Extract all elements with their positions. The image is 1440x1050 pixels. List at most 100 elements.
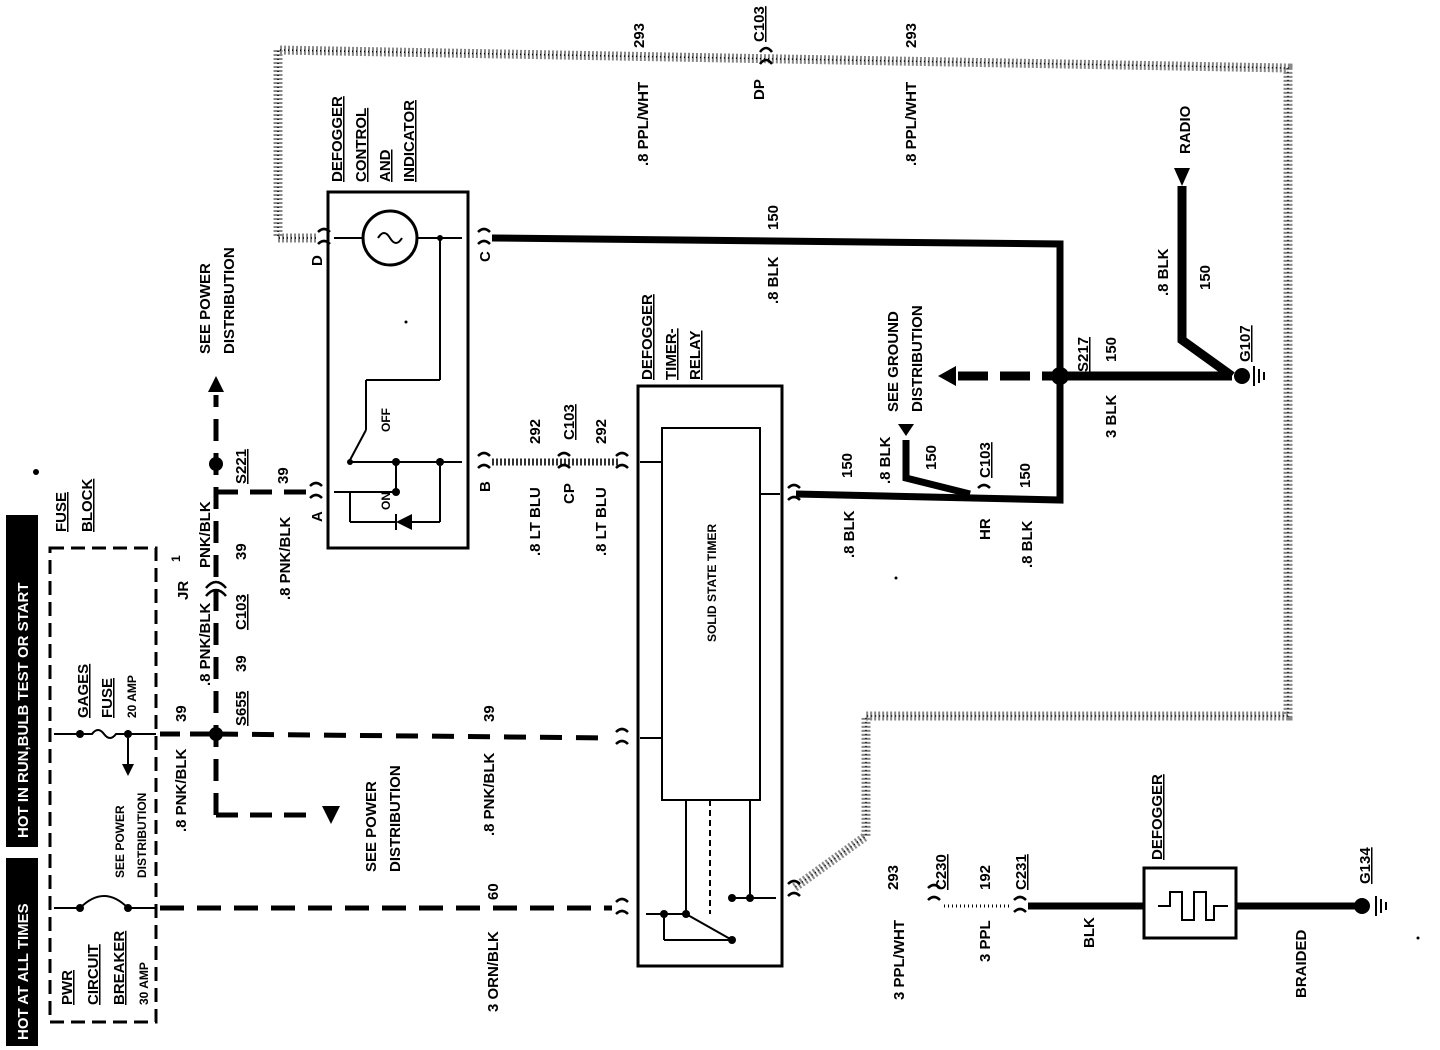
- gages-arrow-icon: [122, 764, 134, 776]
- connector-c230: [927, 883, 941, 901]
- connector-c231: [1013, 895, 1027, 913]
- s221-label: S221: [233, 449, 250, 484]
- c103-label-cp: C103: [561, 404, 578, 440]
- wire-label-orn-blk: 3 ORN/BLK: [485, 931, 502, 1012]
- breaker-label-1: PWR: [59, 970, 76, 1005]
- banner-hot-in-run: [6, 515, 38, 847]
- hr-label: HR: [977, 518, 994, 540]
- wire-label-lt-blu-b: .8 LT BLU: [593, 487, 610, 556]
- wire-label-pnk-blk-b: .8 PNK/BLK: [481, 752, 498, 836]
- wire-label-pnk-blk-e: .8 PNK/BLK: [277, 516, 294, 600]
- wire-num-192: 192: [977, 865, 994, 890]
- switch-off-label: OFF: [379, 408, 393, 432]
- diode-icon: [396, 514, 412, 530]
- banner-hot-in-run-text: HOT IN RUN,BULB TEST OR START: [15, 582, 32, 838]
- wire-label-blk-radio: .8 BLK: [1155, 248, 1172, 296]
- control-title-3: AND: [377, 149, 394, 182]
- breaker-label-3: BREAKER: [111, 931, 128, 1005]
- timer-relay-box: [636, 384, 784, 968]
- see-power-low-2: DISTRIBUTION: [387, 765, 404, 872]
- relay-contact: [685, 913, 733, 941]
- g134-label: G134: [1357, 847, 1374, 884]
- wire-num-292-b: 292: [593, 419, 610, 444]
- fuse-block-title-2: BLOCK: [79, 479, 96, 532]
- timer-title-1: DEFOGGER: [639, 294, 656, 380]
- wire-label-blk-b: .8 BLK: [877, 436, 894, 484]
- wire-num-150-radio: 150: [1197, 265, 1214, 290]
- timer-title-2: TIMER-: [663, 328, 680, 380]
- banner-hot-at-all-times-text: HOT AT ALL TIMES: [15, 903, 32, 1040]
- wire-num-293-b: 293: [903, 23, 920, 48]
- wire-label-ppl: 3 PPL: [977, 920, 994, 962]
- control-box: [326, 190, 470, 550]
- wire-num-39-c: 39: [233, 655, 250, 672]
- dot-marker: [33, 469, 39, 475]
- radio-arrow-icon: [1174, 168, 1190, 186]
- splice-s655: [209, 727, 223, 741]
- jr-label: JR: [175, 581, 192, 600]
- see-power-low-1: SEE POWER: [363, 781, 380, 872]
- defogger-grid-box: [1142, 866, 1238, 940]
- arrow-up-icon: [208, 376, 224, 392]
- radio-label: RADIO: [1177, 105, 1194, 154]
- control-title-2: CONTROL: [353, 108, 370, 182]
- see-power-top-1: SEE POWER: [197, 263, 214, 354]
- wire-label-ppl-wht-c: 3 PPL/WHT: [891, 920, 908, 1000]
- wire-num-150-b: 150: [1103, 337, 1120, 362]
- pin-1-label: 1: [169, 555, 183, 562]
- wire-num-39-e: 39: [233, 543, 250, 560]
- pin-a-label: A: [309, 511, 326, 522]
- c231-label: C231: [1013, 854, 1030, 890]
- s655-label: S655: [233, 691, 250, 726]
- wire-label-ppl-wht-b: .8 PPL/WHT: [903, 82, 920, 166]
- wire-label-braided: BRAIDED: [1293, 929, 1310, 998]
- wire-num-150-a: 150: [765, 205, 782, 230]
- gages-rating: 20 AMP: [125, 675, 139, 718]
- gages-label-1: GAGES: [75, 664, 92, 718]
- splice-s221: [209, 457, 223, 471]
- breaker-rating: 30 AMP: [137, 962, 151, 1005]
- ground-g107: [1234, 368, 1250, 384]
- wire-label-lt-blu-a: .8 LT BLU: [527, 487, 544, 556]
- gages-label-2: FUSE: [99, 678, 116, 718]
- defogger-title: DEFOGGER: [1149, 774, 1166, 860]
- ground-g134: [1354, 898, 1370, 914]
- control-title-1: DEFOGGER: [329, 96, 346, 182]
- wire-num-60: 60: [485, 883, 502, 900]
- wire-label-ppl-wht-a: .8 PPL/WHT: [635, 82, 652, 166]
- timer-title-3: RELAY: [687, 331, 704, 380]
- wire-label-blk-d: .8 BLK: [841, 510, 858, 558]
- wire-num-293-a: 293: [631, 23, 648, 48]
- pin-b-label: B: [477, 481, 494, 492]
- wire-label-pnk-blk-d: PNK/BLK: [197, 501, 214, 568]
- banner-hot-at-all-times: [6, 858, 38, 1046]
- dp-label: DP: [751, 79, 768, 100]
- see-ground-1: SEE GROUND: [885, 311, 902, 412]
- pin-c-label: C: [477, 251, 494, 262]
- wire-num-39-b: 39: [481, 705, 498, 722]
- fuse-block-title-1: FUSE: [53, 492, 70, 532]
- switch-on-label: ON: [379, 492, 393, 510]
- c103-label-dp: C103: [751, 6, 768, 42]
- ground-arrow-2-icon: [898, 424, 914, 436]
- wire-pnk-blk-to-timer: [215, 731, 613, 741]
- wire-num-150-c: 150: [923, 445, 940, 470]
- pin-d-label: D: [309, 255, 326, 266]
- g107-label: G107: [1237, 325, 1254, 362]
- wire-num-150-d: 150: [1017, 463, 1034, 488]
- solid-state-timer-label: SOLID STATE TIMER: [705, 523, 719, 642]
- fuse-block-outline: [48, 546, 158, 1024]
- wire-num-293-c: 293: [885, 865, 902, 890]
- arrow-down-icon: [322, 806, 340, 824]
- control-title-4: INDICATOR: [401, 100, 418, 182]
- s217-label: S217: [1075, 337, 1092, 372]
- ground-arrow-icon: [938, 366, 956, 386]
- wire-label-3blk: 3 BLK: [1103, 394, 1120, 438]
- wire-num-150-e: 150: [839, 453, 856, 478]
- fuse-see-power-2: DISTRIBUTION: [135, 793, 149, 878]
- fuse-see-power-1: SEE POWER: [113, 805, 127, 878]
- see-ground-2: DISTRIBUTION: [909, 305, 926, 412]
- gages-fuse-symbol: [80, 729, 128, 739]
- wire-label-pnk-blk-c: .8 PNK/BLK: [197, 602, 214, 686]
